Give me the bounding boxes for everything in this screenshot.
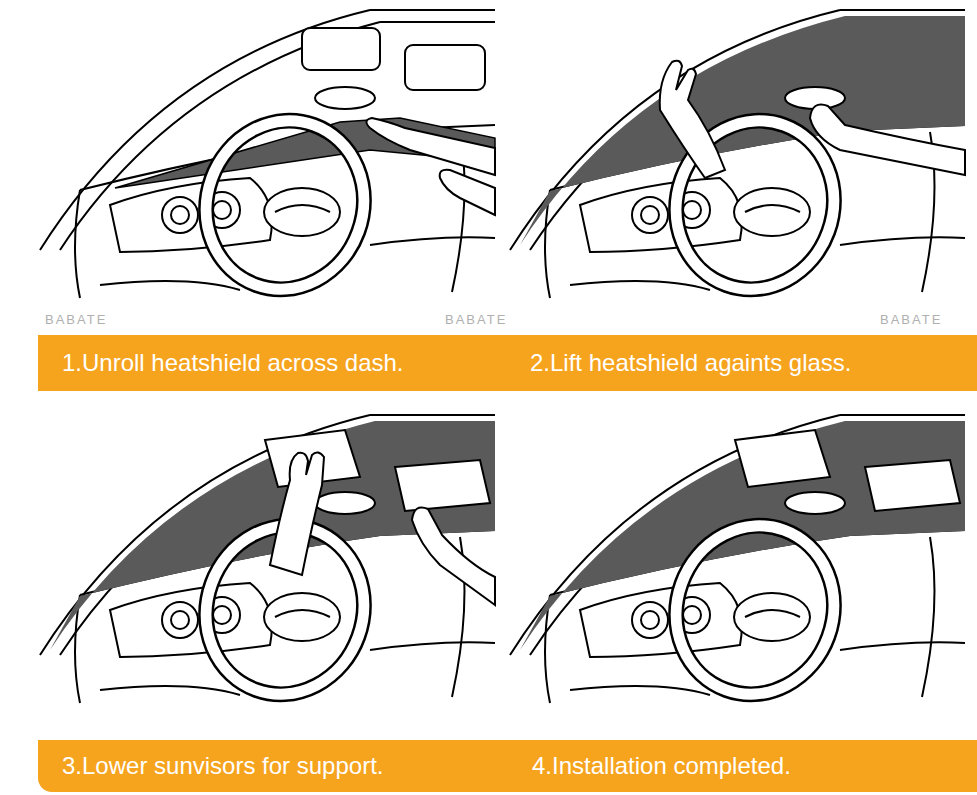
step-caption: 4.Installation completed. (532, 752, 791, 780)
watermark: BABATE (880, 312, 942, 327)
step-caption: 2.Lift heatshield againts glass. (530, 349, 852, 377)
instruction-band: 1.Unroll heatshield across dash. 2.Lift h… (38, 335, 977, 391)
step-caption: 3.Lower sunvisors for support. (62, 752, 383, 780)
watermark: BABATE (45, 312, 107, 327)
step-caption: 1.Unroll heatshield across dash. (62, 349, 404, 377)
instruction-band: 3.Lower sunvisors for support. 4.Installa… (38, 740, 977, 792)
watermark: BABATE (445, 312, 507, 327)
